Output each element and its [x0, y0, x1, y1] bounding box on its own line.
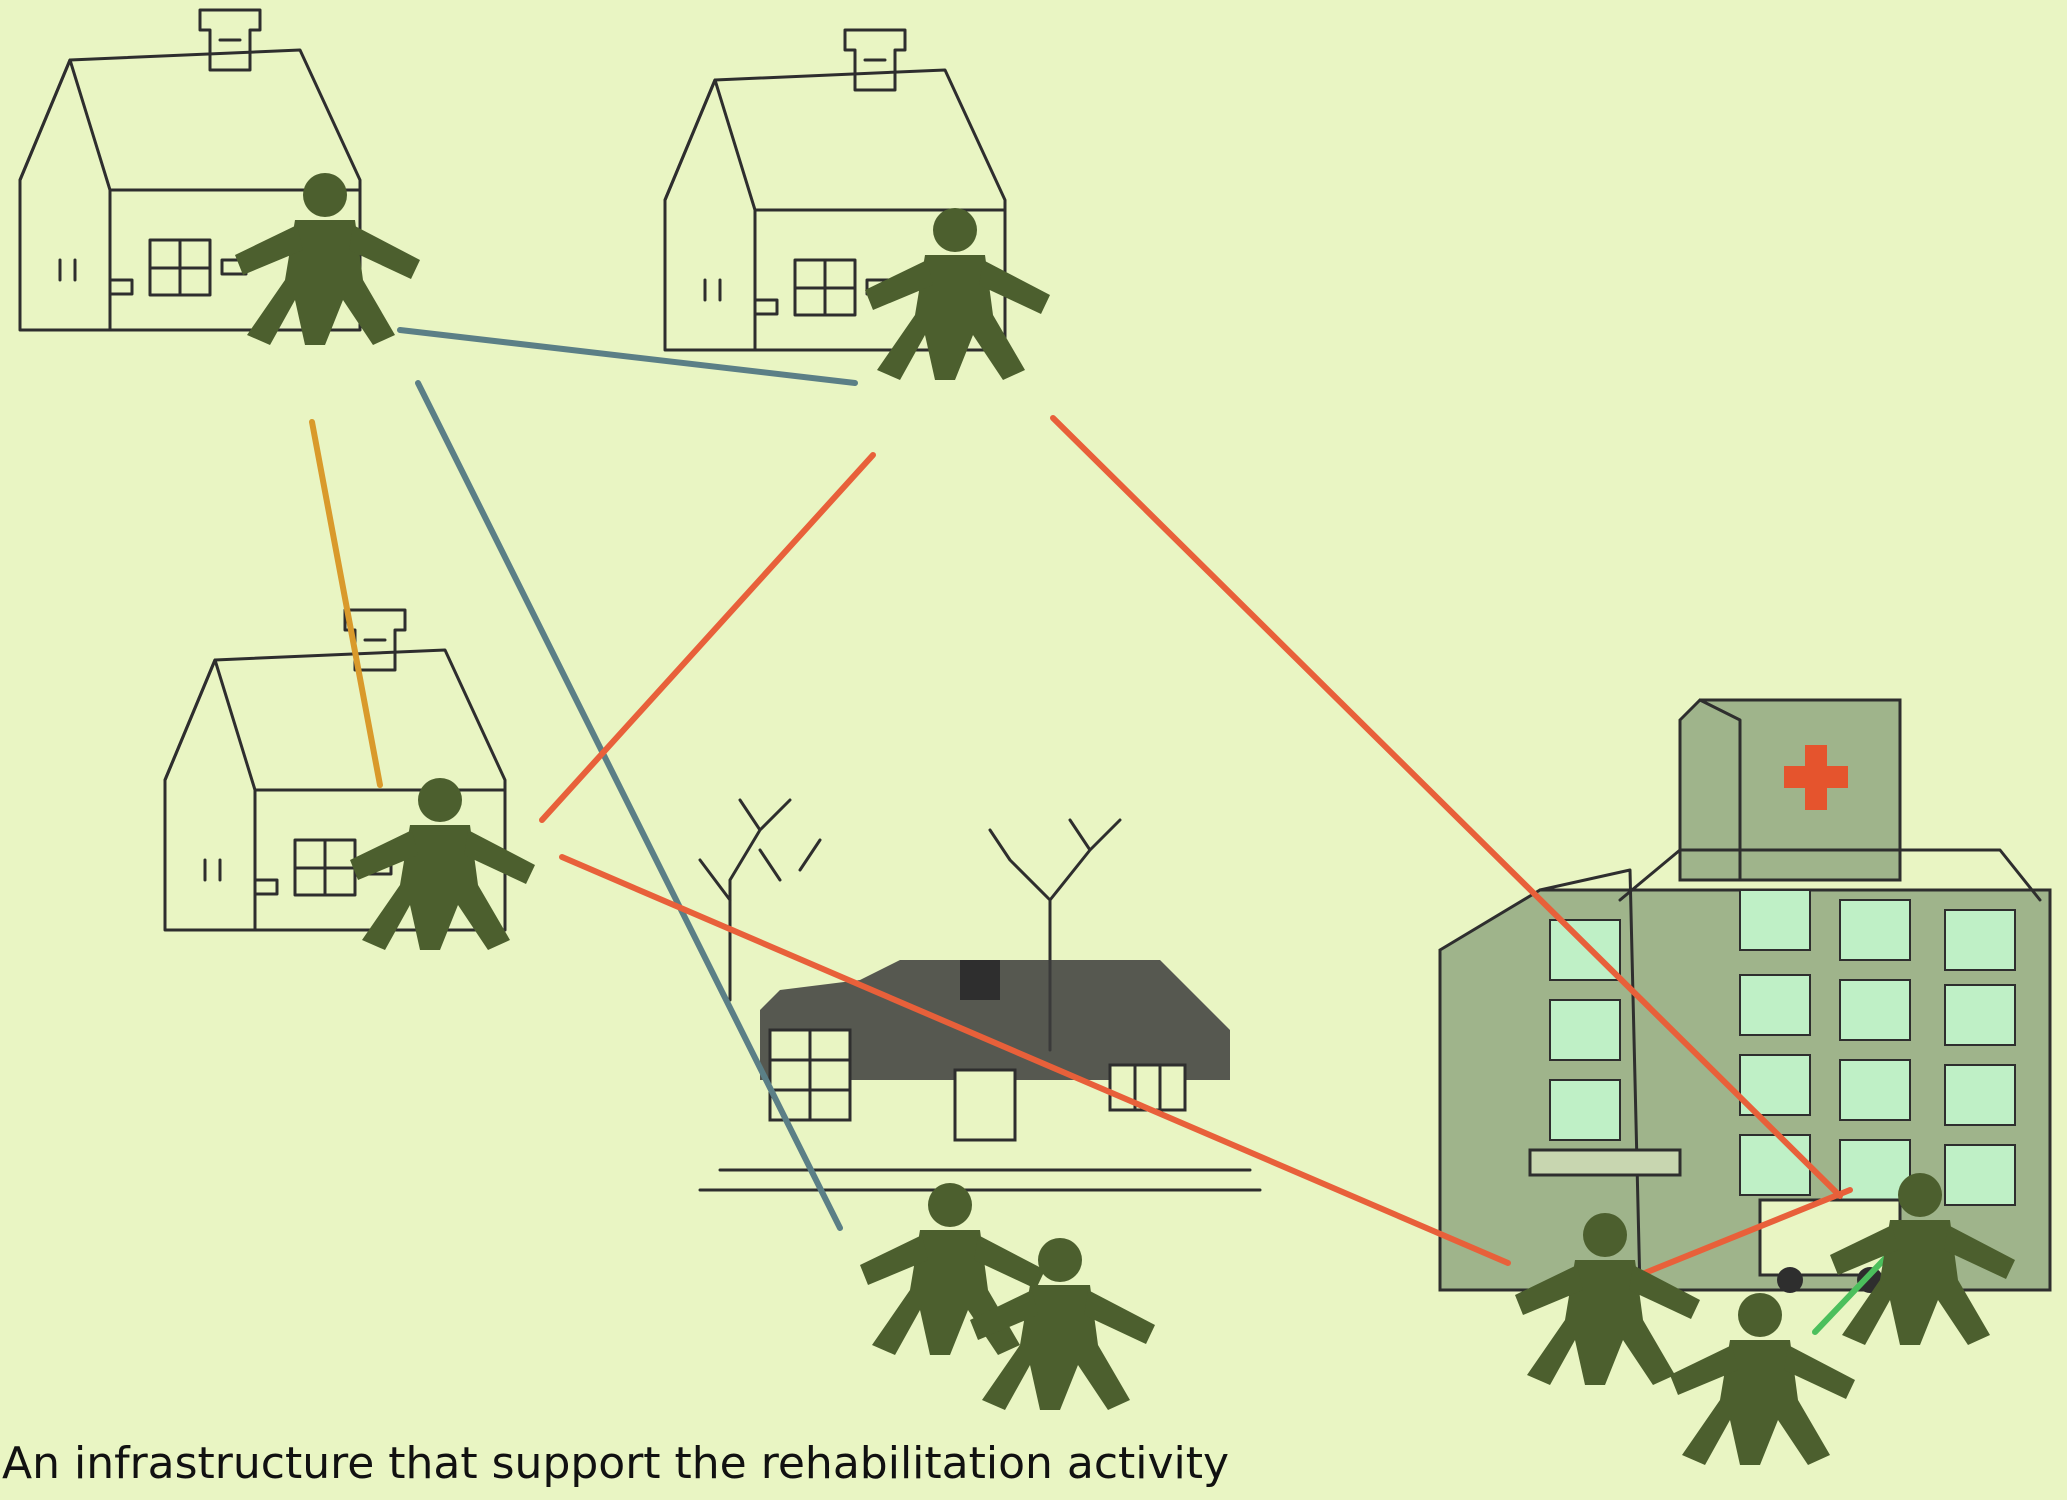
- link-home2-home3: [539, 452, 876, 823]
- link-home2-hospital: [1050, 415, 1843, 1199]
- link-home3-hospital: [559, 854, 1511, 1266]
- connection-lines: [309, 327, 1899, 1335]
- diagram-caption: An infrastructure that support the rehab…: [2, 1438, 1230, 1489]
- link-hospital-staff: [1617, 1187, 1853, 1286]
- community-center-icon: [698, 798, 1262, 1192]
- link-home1-home2: [397, 327, 858, 386]
- person-icon-home3: [350, 778, 535, 950]
- red-cross-icon: [1784, 745, 1848, 810]
- link-home1-community: [415, 380, 843, 1231]
- link-patient-staff: [1812, 1244, 1899, 1335]
- link-home1-home3: [309, 419, 383, 788]
- person-icon-community-1: [860, 1183, 1045, 1355]
- person-icon-home2: [865, 208, 1050, 380]
- hospital-icon: [1438, 698, 2052, 1293]
- person-icon-home1: [235, 173, 420, 345]
